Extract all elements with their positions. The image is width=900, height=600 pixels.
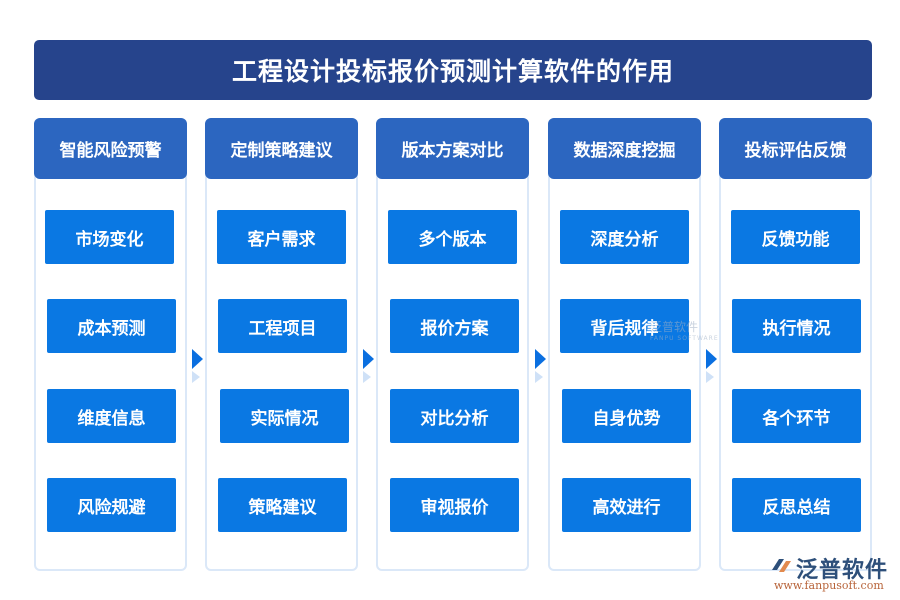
item-box: 客户需求 — [217, 210, 346, 264]
item-box: 审视报价 — [390, 478, 519, 532]
column-header: 定制策略建议 — [205, 118, 358, 179]
item-box: 工程项目 — [218, 299, 347, 353]
item-box: 多个版本 — [388, 210, 517, 264]
arrow-right-icon — [706, 349, 717, 369]
column-header: 智能风险预警 — [34, 118, 187, 179]
item-box: 反思总结 — [732, 478, 861, 532]
arrow-right-icon — [192, 349, 203, 369]
column-header: 版本方案对比 — [376, 118, 529, 179]
item-box: 对比分析 — [390, 389, 519, 443]
item-box: 高效进行 — [562, 478, 691, 532]
logo-name: 泛普软件 — [796, 558, 889, 583]
item-box: 报价方案 — [390, 299, 519, 353]
column-bid-feedback: 投标评估反馈 反馈功能 执行情况 各个环节 反思总结 — [719, 118, 872, 571]
page-title: 工程设计投标报价预测计算软件的作用 — [34, 40, 872, 100]
watermark-main: 泛普软件 — [650, 320, 699, 334]
column-risk-warning: 智能风险预警 市场变化 成本预测 维度信息 风险规避 — [34, 118, 187, 571]
item-box: 风险规避 — [47, 478, 176, 532]
item-box: 市场变化 — [45, 210, 174, 264]
item-box: 执行情况 — [732, 299, 861, 353]
arrow-right-icon — [535, 349, 546, 369]
arrow-right-icon — [363, 349, 374, 369]
item-box: 实际情况 — [220, 389, 349, 443]
column-header: 投标评估反馈 — [719, 118, 872, 179]
brand-logo: 泛普软件 www.fanpusoft.com — [766, 552, 896, 596]
item-box: 策略建议 — [218, 478, 347, 532]
arrow-shadow-icon — [535, 371, 543, 383]
item-box: 背后规律 — [560, 299, 689, 353]
watermark: 泛普软件 FANPU SOFTWARE — [650, 318, 719, 342]
column-version-compare: 版本方案对比 多个版本 报价方案 对比分析 审视报价 — [376, 118, 529, 571]
item-box: 自身优势 — [562, 389, 691, 443]
arrow-shadow-icon — [706, 371, 714, 383]
arrow-shadow-icon — [192, 371, 200, 383]
arrow-shadow-icon — [363, 371, 371, 383]
column-data-mining: 数据深度挖掘 深度分析 背后规律 自身优势 高效进行 — [548, 118, 701, 571]
logo-url: www.fanpusoft.com — [774, 579, 884, 592]
column-header: 数据深度挖掘 — [548, 118, 701, 179]
item-box: 深度分析 — [560, 210, 689, 264]
fanpu-logo-icon — [772, 559, 791, 572]
watermark-sub: FANPU SOFTWARE — [650, 335, 719, 342]
item-box: 维度信息 — [47, 389, 176, 443]
item-box: 成本预测 — [47, 299, 176, 353]
item-box: 反馈功能 — [731, 210, 860, 264]
item-box: 各个环节 — [732, 389, 861, 443]
column-strategy: 定制策略建议 客户需求 工程项目 实际情况 策略建议 — [205, 118, 358, 571]
